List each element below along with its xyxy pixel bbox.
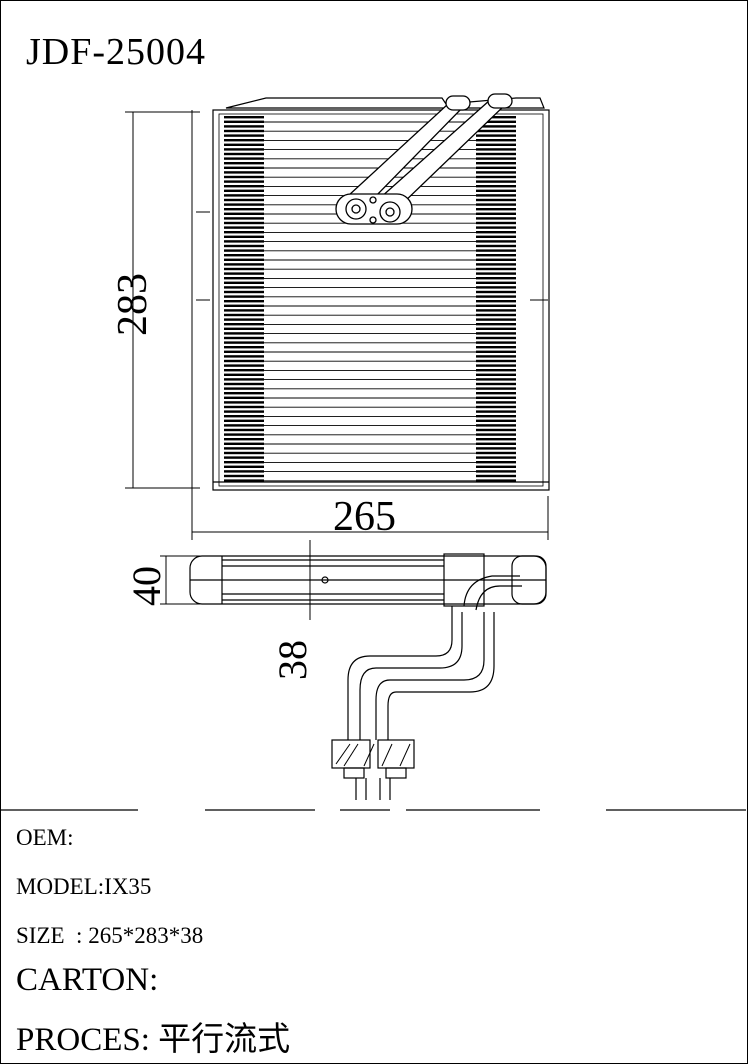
spec-oem: OEM: <box>16 825 74 850</box>
width-label: 265 <box>333 494 396 540</box>
dark-fin-bands <box>224 116 516 482</box>
spec-size: SIZE : 265*283*38 <box>16 923 204 948</box>
spec-carton: CARTON: <box>16 962 159 998</box>
evaporator-side-view <box>189 553 547 800</box>
spec-proces: PROCES: 平行流式 <box>16 1022 291 1058</box>
thickness-core-label: 38 <box>270 640 315 680</box>
fitting-hatching <box>335 743 411 767</box>
part-number-title: JDF-25004 <box>26 31 207 73</box>
thickness-outer-label: 40 <box>124 566 169 606</box>
spec-model: MODEL:IX35 <box>16 874 152 899</box>
front-pipes <box>335 93 513 225</box>
height-dimension <box>125 111 548 489</box>
evaporator-front-view <box>212 97 550 491</box>
thickness-dimension <box>160 555 210 605</box>
width-dimension <box>191 110 549 540</box>
height-label: 283 <box>110 273 156 336</box>
